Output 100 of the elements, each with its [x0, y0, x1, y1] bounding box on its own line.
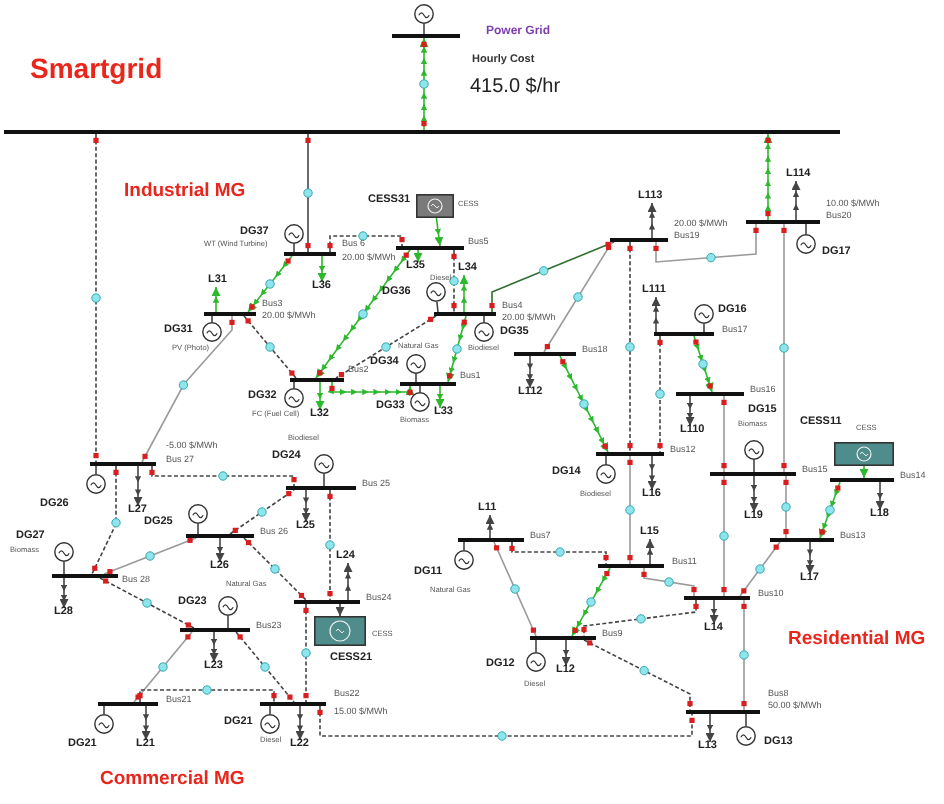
load-arrow	[316, 381, 325, 411]
load-arrow	[318, 255, 327, 283]
power-line	[463, 541, 465, 551]
power-line	[91, 465, 117, 575]
power-line	[511, 541, 607, 565]
power-line	[133, 631, 193, 703]
power-line	[423, 23, 425, 35]
power-line	[743, 599, 745, 711]
power-line	[229, 489, 295, 535]
power-line	[703, 323, 705, 333]
power-line	[329, 489, 331, 601]
power-line	[243, 315, 297, 379]
load-arrow	[436, 385, 445, 409]
power-line	[315, 249, 411, 379]
power-line	[293, 381, 295, 389]
load-arrow	[210, 631, 219, 663]
power-line	[305, 603, 307, 703]
power-line	[227, 615, 229, 629]
power-line	[235, 631, 295, 703]
load-arrow	[526, 355, 535, 389]
load-arrow	[486, 514, 495, 539]
power-line	[99, 577, 195, 629]
load-arrow	[652, 296, 661, 333]
region-label: Industrial MG	[124, 182, 246, 201]
power-line	[95, 133, 97, 463]
power-line	[493, 541, 537, 637]
power-line	[139, 689, 275, 703]
power-line	[453, 249, 455, 313]
power-line	[483, 315, 485, 323]
power-line	[739, 541, 781, 597]
power-line	[436, 301, 439, 313]
power-line	[243, 537, 307, 601]
power-line	[211, 315, 213, 323]
load-arrow	[460, 274, 469, 313]
power-line	[435, 217, 443, 247]
load-arrow	[212, 286, 221, 313]
power-line	[95, 465, 97, 475]
load-arrow	[806, 541, 815, 575]
power-line	[63, 561, 65, 575]
load-arrow	[648, 202, 657, 239]
power-line	[319, 705, 693, 737]
power-line	[419, 385, 421, 393]
power-line	[745, 713, 747, 727]
load-arrow	[646, 538, 655, 565]
power-line	[693, 335, 714, 393]
load-arrow	[344, 562, 353, 601]
power-line	[655, 223, 757, 263]
power-line	[659, 335, 661, 453]
region-label: Commercial MG	[100, 770, 245, 789]
load-arrow	[710, 599, 719, 625]
power-line	[753, 459, 755, 473]
power-line	[293, 243, 295, 253]
power-line	[805, 223, 807, 235]
power-line	[643, 567, 695, 597]
power-line	[860, 465, 869, 479]
power-line	[543, 241, 613, 353]
power-line	[323, 473, 325, 487]
power-line	[269, 705, 271, 715]
power-line	[535, 639, 537, 653]
power-line	[103, 705, 105, 715]
power-line	[723, 475, 725, 597]
load-arrow	[792, 180, 801, 221]
power-line	[818, 481, 841, 539]
power-line	[307, 133, 309, 253]
cost-value: 415.0 $/hr	[470, 78, 561, 98]
load-arrow	[706, 713, 715, 743]
load-arrow	[142, 705, 151, 741]
load-arrow	[302, 489, 311, 523]
load-arrow	[60, 577, 69, 609]
load-arrow	[562, 639, 571, 667]
power-line	[336, 603, 345, 617]
power-line	[629, 241, 631, 453]
power-line	[446, 315, 467, 383]
power-line	[151, 465, 295, 487]
load-arrow	[750, 475, 759, 513]
power-line	[328, 381, 414, 396]
load-arrow	[876, 481, 885, 511]
power-line	[559, 355, 609, 453]
power-line	[335, 315, 437, 379]
load-arrow	[686, 395, 695, 427]
power-line	[197, 523, 199, 535]
load-arrow	[414, 249, 423, 263]
title: Smartgrid	[30, 54, 163, 82]
power-line	[420, 37, 429, 131]
power-line	[723, 395, 725, 473]
power-line	[764, 133, 773, 221]
power-line	[247, 255, 293, 313]
power-line	[415, 373, 417, 383]
power-line	[583, 599, 697, 637]
power-line	[785, 475, 787, 539]
load-arrow	[296, 705, 305, 741]
power-line	[629, 455, 631, 565]
power-line	[571, 567, 611, 637]
power-line	[141, 315, 233, 463]
load-arrow	[134, 465, 143, 507]
power-line	[605, 455, 607, 465]
power-line	[783, 223, 785, 473]
power-line	[491, 241, 615, 313]
power-line	[583, 639, 691, 711]
load-arrow	[216, 537, 225, 563]
